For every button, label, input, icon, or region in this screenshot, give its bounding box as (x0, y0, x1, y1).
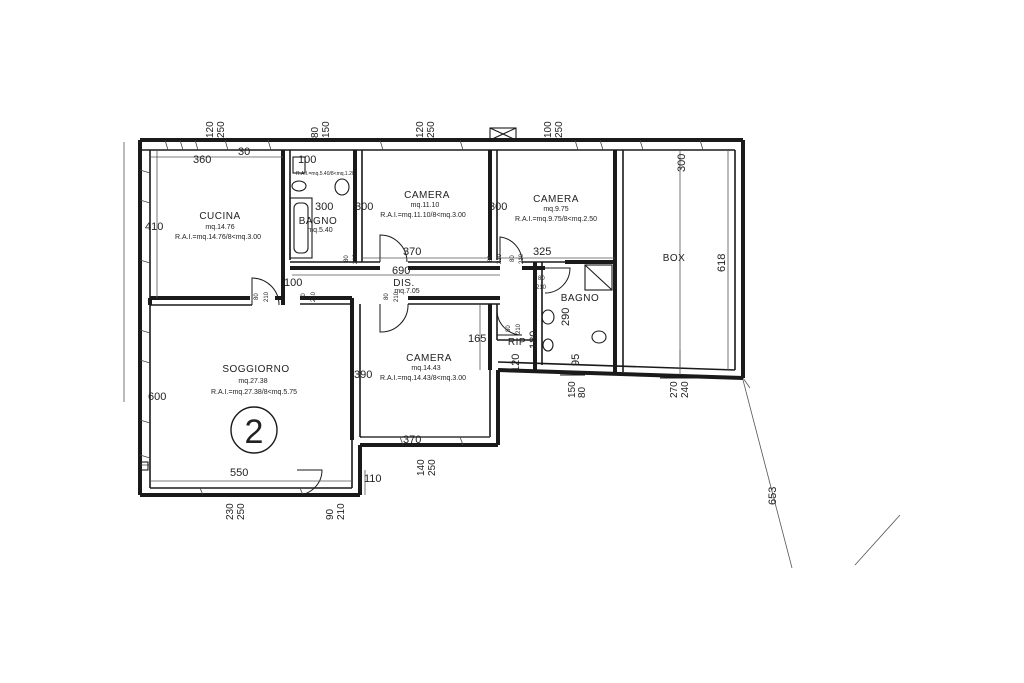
door-label: 80 (488, 255, 494, 262)
rip-name: RIP (508, 337, 526, 348)
dim-bagno-300: 300 (315, 201, 333, 213)
door-label: 210 (353, 253, 359, 264)
dim-110: 110 (364, 473, 382, 485)
camera2-name: CAMERA (533, 194, 579, 205)
camera1-rai: R.A.I.=mq.11.10/8<mq.3.00 (380, 212, 466, 219)
window-w: 100 (543, 121, 554, 138)
dim-soggiorno-550: 550 (230, 467, 248, 479)
door-label: 210 (516, 323, 522, 334)
window-w: 230 (225, 503, 236, 520)
dim-soggiorno-600: 600 (148, 391, 166, 403)
window-w: 270 (669, 381, 680, 398)
door-label: 80 (506, 325, 512, 332)
dimension-labels: 360 30 100 410 300 300 300 300 618 370 3… (145, 146, 779, 505)
window-w: 120 (415, 121, 426, 138)
door-label: 80 (254, 293, 260, 300)
door-label: 210 (311, 291, 317, 302)
door-label: 80 (344, 255, 350, 262)
bagno1-name: BAGNO (299, 216, 338, 227)
dim-box-300: 300 (676, 154, 688, 172)
unit-number: 2 (245, 413, 264, 451)
dim-cucina-width: 360 (193, 154, 211, 166)
wall-hatching (139, 139, 704, 496)
window-h: 250 (554, 121, 565, 138)
door-label: 210 (497, 253, 503, 264)
window-h: 250 (426, 121, 437, 138)
dim-325: 325 (533, 246, 551, 258)
windows (163, 139, 700, 496)
soggiorno-name: SOGGIORNO (222, 364, 289, 375)
window-h: 250 (427, 459, 438, 476)
dim-100-corridor: 100 (284, 277, 302, 289)
window-w: 80 (310, 126, 321, 138)
room-labels: CUCINA mq.14.76 R.A.I.=mq.14.76/8<mq.3.0… (175, 190, 685, 396)
camera3-area: mq.14.43 (411, 365, 440, 372)
bathroom-fixtures: R.A.I.=mq.5.40/8<mq.1.20 (289, 156, 613, 352)
chimney (489, 127, 517, 141)
camera3-name: CAMERA (406, 353, 452, 364)
door-label: 80 (384, 293, 390, 300)
door-label: 210 (264, 291, 270, 302)
window-w: 150 (567, 381, 578, 398)
unit-number-badge: 2 (230, 406, 278, 454)
dim-690: 690 (392, 265, 410, 277)
camera2-area: mq.9.75 (543, 206, 568, 213)
door-label: 80 (301, 293, 307, 300)
camera1-area: mq.11.10 (411, 202, 440, 209)
window-w: 120 (205, 121, 216, 138)
window-w: 90 (325, 508, 336, 520)
door-label: 80 (538, 276, 545, 282)
dim-cam2-300: 300 (489, 201, 507, 213)
camera1-name: CAMERA (404, 190, 450, 201)
dis-area: mq.7.05 (394, 288, 419, 295)
box-name: BOX (663, 253, 686, 264)
soggiorno-rai: R.A.I.=mq.27.38/8<mq.5.75 (211, 389, 297, 396)
dim-cucina-height: 410 (145, 221, 163, 233)
bagno2-name: BAGNO (561, 293, 600, 304)
dim-30: 30 (238, 146, 250, 158)
dim-cam1-300: 300 (355, 201, 373, 213)
dim-camera3-390: 390 (354, 369, 372, 381)
bagno1-rai: R.A.I.=mq.5.40/8<mq.1.20 (296, 171, 355, 177)
window-h: 210 (336, 503, 347, 520)
dim-box-618: 618 (716, 254, 728, 272)
window-w: 140 (416, 459, 427, 476)
window-h: 80 (577, 386, 588, 398)
window-dimensions: 120 250 80 150 120 250 100 250 230 250 9… (205, 121, 691, 520)
door-label: 210 (519, 253, 525, 264)
bagno1-area: mq.5.40 (307, 227, 332, 234)
soggiorno-area: mq.27.38 (238, 378, 267, 385)
dis-name: DIS. (393, 278, 414, 289)
window-h: 150 (321, 121, 332, 138)
dim-camera3-370: 370 (403, 434, 421, 446)
camera2-rai: R.A.I.=mq.9.75/8<mq.2.50 (515, 216, 597, 223)
door-label: 210 (394, 291, 400, 302)
window-h: 250 (216, 121, 227, 138)
dim-180: 180 (528, 331, 540, 349)
dim-165: 165 (468, 333, 486, 345)
dim-290: 290 (560, 308, 572, 326)
cucina-name: CUCINA (199, 211, 240, 222)
cucina-area: mq.14.76 (205, 224, 234, 231)
dim-100-top: 100 (298, 154, 316, 166)
dim-95: 95 (570, 354, 582, 366)
door-label: 210 (536, 285, 547, 291)
window-h: 240 (680, 381, 691, 398)
dim-370-corridor: 370 (403, 246, 421, 258)
dim-120: 120 (510, 354, 522, 372)
cucina-rai: R.A.I.=mq.14.76/8<mq.3.00 (175, 234, 261, 241)
window-h: 250 (236, 503, 247, 520)
camera3-rai: R.A.I.=mq.14.43/8<mq.3.00 (380, 375, 466, 382)
dim-653: 653 (767, 487, 779, 505)
dimension-lines (140, 150, 901, 569)
